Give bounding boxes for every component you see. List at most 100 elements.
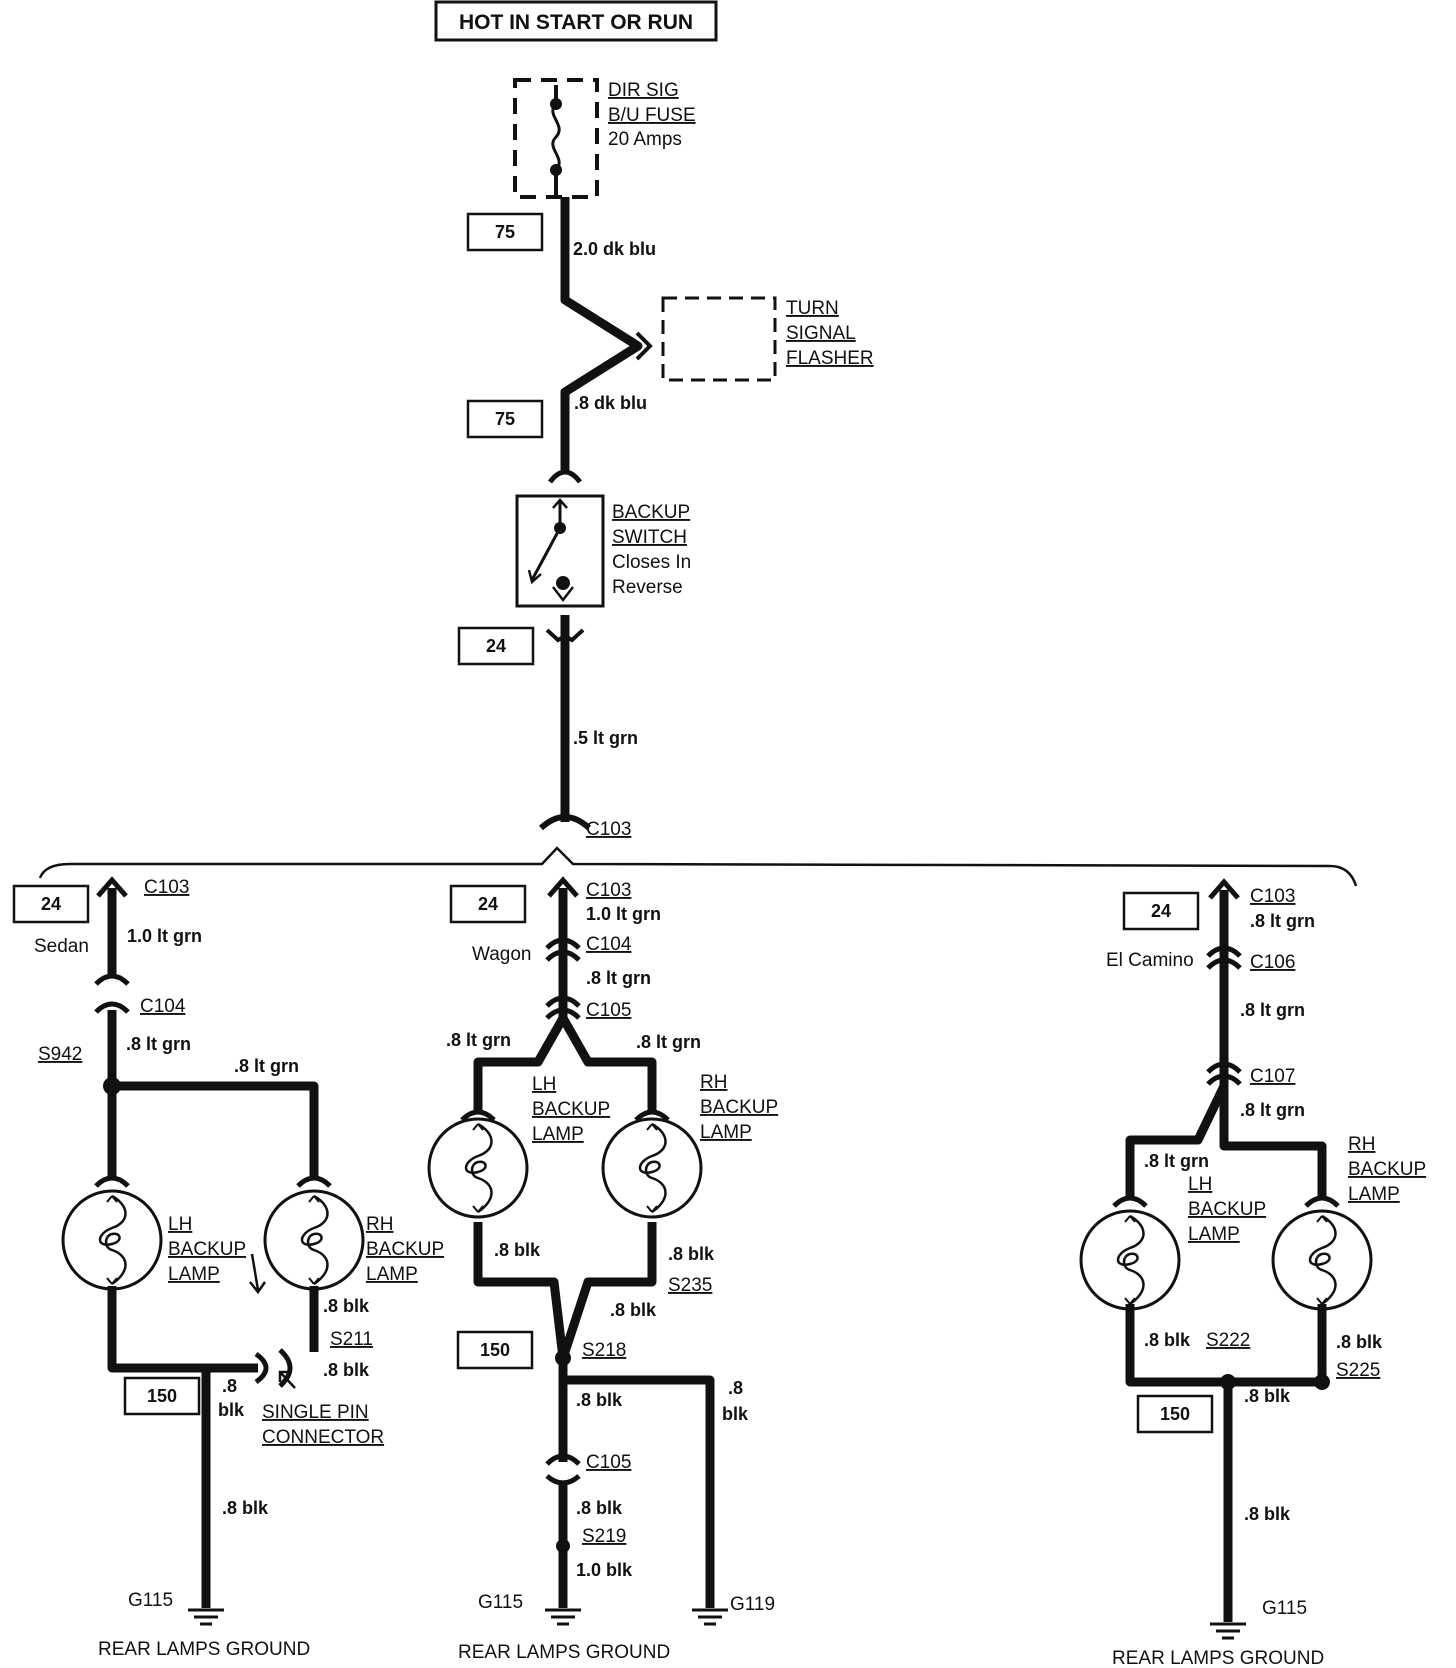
circuit-number: 75 [495,409,515,429]
lamp-label: LAMP [700,1122,752,1143]
connector-label: C103 [586,819,631,840]
ground-label: G115 [478,1592,523,1613]
connector-icon [96,876,128,898]
fuse-label-1: DIR SIG [608,80,679,101]
connector-label: CONNECTOR [262,1427,384,1448]
connector-label: C103 [586,880,631,901]
header-box [434,0,718,42]
lamp-label: LAMP [366,1264,418,1285]
connector-icon [545,1474,581,1486]
lh-lamp-icon [1079,1209,1181,1311]
wire-label: .8 blk [1244,1504,1291,1524]
connector-icon [545,937,581,950]
lamp-label: RH [700,1072,727,1093]
wire-label: .8 [728,1378,743,1398]
switch-icon [527,498,574,603]
connector-icon [1206,1061,1242,1074]
lamp-label: LAMP [1188,1224,1240,1245]
flasher-label-3: FLASHER [786,348,874,369]
lamp-socket [460,1109,496,1122]
fuse-label-2: B/U FUSE [608,105,696,126]
connector-icon [1206,945,1242,958]
ground-icon [186,1608,226,1626]
variant-label: Wagon [472,944,532,965]
splice-label: S225 [1336,1360,1380,1381]
splice-label: S219 [582,1526,626,1547]
wire-label: .8 blk [576,1390,623,1410]
rh-lamp-icon [601,1117,703,1219]
circuit-number: 75 [495,222,515,242]
connector-icon [94,973,130,986]
backup-switch-label-4: Reverse [612,577,683,598]
ground-label: G115 [1262,1598,1307,1619]
connector-icon [1206,957,1242,970]
wire-label: .8 lt grn [1240,1100,1305,1120]
splice-dot [1314,1374,1330,1390]
wire-label: .8 lt grn [446,1030,511,1050]
connector-label: C103 [144,877,189,898]
splice-dot [556,1539,570,1553]
wire-label: .8 blk [222,1498,269,1518]
wire-label: .8 blk [1336,1332,1383,1352]
lamp-label: BACKUP [1348,1159,1426,1180]
variant-brace [38,846,1358,887]
splice-label: S211 [330,1329,373,1350]
lamp-socket [296,1175,332,1188]
lamp-socket [1112,1195,1148,1208]
connector-icon [545,1453,581,1466]
circuit-number-box [449,884,527,924]
lamp-socket [634,1109,670,1122]
flasher-connector [635,331,653,361]
wire-label: .8 blk [1144,1330,1191,1350]
single-pin-connector-icon [254,1348,293,1388]
wire-label: .5 lt grn [573,728,638,748]
splice-label: S235 [668,1275,712,1296]
rh-lamp-icon [1271,1209,1373,1311]
circuit-number-box [466,212,544,252]
lamp-label: LAMP [1348,1184,1400,1205]
arrow-icon [278,1370,296,1389]
connector-bottom [545,628,585,643]
wire-label: .8 [222,1376,237,1396]
circuit-number-box [1136,1394,1214,1434]
circuit-number-box [1122,891,1200,931]
circuit-number: 24 [486,636,506,656]
fuse-label-3: 20 Amps [608,129,682,150]
splice-label: S942 [38,1044,82,1065]
backup-switch-label-3: Closes In [612,552,691,573]
lamp-label: BACKUP [1188,1199,1266,1220]
wire-label: .8 blk [610,1300,657,1320]
trunk-wire [560,197,643,822]
backup-switch-box [515,494,605,608]
backup-switch-label-2: SWITCH [612,527,687,548]
lh-lamp-icon [61,1189,163,1291]
circuit-number: 24 [478,894,498,914]
rh-lamp-icon [263,1189,365,1291]
circuit-number: 150 [1160,1404,1190,1424]
lamp-socket [94,1175,130,1188]
backup-switch-label-1: BACKUP [612,502,690,523]
flasher-label-1: TURN [786,298,839,319]
fuse-icon [550,85,562,197]
lamp-label: BACKUP [366,1239,444,1260]
lamp-label: RH [1348,1134,1375,1155]
lamp-label: RH [366,1214,393,1235]
wire-label: .8 lt grn [636,1032,701,1052]
circuit-number-box [466,399,544,439]
wire-label: .8 lt grn [1240,1000,1305,1020]
splice-dot [1220,1374,1236,1390]
connector-label: C107 [1250,1066,1295,1087]
connector-label: C106 [1250,952,1295,973]
variant-label: Sedan [34,936,89,957]
flasher-label-2: SIGNAL [786,323,856,344]
connector-icon [1208,878,1240,900]
splice-dot [555,1350,571,1366]
wire-label: .8 blk [323,1296,370,1316]
variant-label: El Camino [1106,950,1194,971]
lamp-label: LAMP [532,1124,584,1145]
wire-label: .8 lt grn [234,1056,299,1076]
circuit-number: 150 [480,1340,510,1360]
circuit-number-box [12,884,90,924]
connector-label: C104 [586,934,632,955]
lamp-socket [1304,1195,1340,1208]
